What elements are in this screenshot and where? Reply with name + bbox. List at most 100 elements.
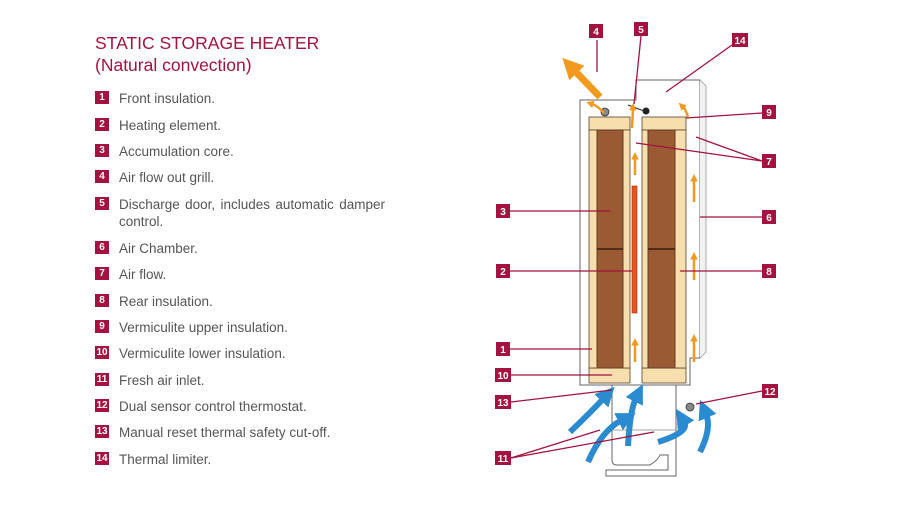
- tag-label: 3: [500, 207, 506, 218]
- legend-badge: 2: [95, 118, 109, 131]
- legend-item-2: 2 Heating element.: [95, 117, 385, 134]
- legend-label: Vermiculite upper insulation.: [119, 320, 288, 335]
- hot-air-arrow: [629, 103, 637, 129]
- tag-label: 7: [766, 157, 772, 168]
- legend-item-5: 5 Discharge door, includes automatic dam…: [95, 196, 385, 230]
- leader-line: [695, 136, 763, 162]
- legend-item-8: 8 Rear insulation.: [95, 293, 385, 310]
- legend-badge: 5: [95, 197, 109, 210]
- legend-label: Air flow out grill.: [119, 170, 215, 185]
- legend-badge: 10: [95, 346, 109, 359]
- tag-14: 14: [732, 33, 748, 47]
- legend-label: Fresh air inlet.: [119, 373, 205, 388]
- tag-13: 13: [495, 395, 511, 409]
- tag-label: 2: [500, 267, 506, 278]
- tag-4: 4: [589, 24, 603, 38]
- leader-line: [510, 431, 655, 459]
- title-block: STATIC STORAGE HEATER (Natural convectio…: [95, 32, 319, 76]
- legend-label: Discharge door, includes automatic dampe…: [119, 197, 385, 229]
- fresh-air-arrows: [567, 384, 717, 464]
- legend-badge: 4: [95, 170, 109, 183]
- thermostat-sensor: [685, 402, 695, 412]
- fresh-air-arrow: [567, 386, 615, 435]
- thermal-limiter-sensor: [600, 107, 610, 117]
- legend-label: Thermal limiter.: [119, 452, 212, 467]
- tag-8: 8: [762, 264, 776, 278]
- tag-label: 6: [766, 213, 772, 224]
- legend-label: Dual sensor control thermostat.: [119, 399, 307, 414]
- legend-badge: 9: [95, 320, 109, 333]
- legend-label: Vermiculite lower insulation.: [119, 346, 286, 361]
- fresh-air-arrow: [585, 413, 636, 464]
- heating-element: [631, 185, 638, 314]
- fresh-air-arrow: [697, 399, 717, 454]
- tag-2: 2: [496, 264, 510, 278]
- air-chamber: [699, 79, 707, 359]
- hot-air-arrow: [678, 102, 690, 118]
- legend-badge: 6: [95, 241, 109, 254]
- legend-item-4: 4 Air flow out grill.: [95, 169, 385, 186]
- fresh-air-arrow: [657, 408, 695, 445]
- legend-item-7: 7 Air flow.: [95, 266, 385, 283]
- legend-label: Accumulation core.: [119, 144, 234, 159]
- tag-label: 12: [764, 387, 776, 398]
- tag-label: 13: [497, 398, 509, 409]
- tag-label: 14: [734, 36, 746, 47]
- tag-3: 3: [496, 204, 510, 218]
- tag-label: 8: [766, 267, 772, 278]
- legend-label: Manual reset thermal safety cut-off.: [119, 425, 331, 440]
- front-insulation: [588, 129, 598, 369]
- legend-badge: 11: [95, 373, 109, 386]
- legend-item-1: 1 Front insulation.: [95, 90, 385, 107]
- legend-label: Air flow.: [119, 267, 167, 282]
- legend-badge: 13: [95, 425, 109, 438]
- legend-item-3: 3 Accumulation core.: [95, 143, 385, 160]
- legend-item-9: 9 Vermiculite upper insulation.: [95, 319, 385, 336]
- leader-line: [695, 390, 763, 405]
- front-insulation-inner: [622, 129, 631, 369]
- legend-item-13: 13 Manual reset thermal safety cut-off.: [95, 424, 385, 441]
- tag-5: 5: [634, 22, 648, 36]
- legend-item-10: 10 Vermiculite lower insulation.: [95, 345, 385, 362]
- leader-line: [510, 389, 613, 403]
- rear-insulation: [674, 129, 687, 369]
- upper-insulation-left: [588, 116, 631, 131]
- tag-11: 11: [495, 451, 511, 465]
- tag-label: 11: [498, 454, 509, 465]
- tag-9: 9: [762, 105, 776, 119]
- lower-insulation-right: [641, 367, 687, 384]
- tag-label: 1: [500, 345, 506, 356]
- tag-label: 10: [497, 371, 509, 382]
- legend-badge: 7: [95, 267, 109, 280]
- tag-label: 5: [638, 25, 644, 36]
- tag-label: 4: [593, 27, 599, 38]
- legend-item-6: 6 Air Chamber.: [95, 240, 385, 257]
- legend-badge: 8: [95, 294, 109, 307]
- page-title: STATIC STORAGE HEATER: [95, 33, 320, 53]
- leader-line: [685, 112, 763, 119]
- upper-insulation-right: [641, 116, 687, 131]
- legend-item-12: 12 Dual sensor control thermostat.: [95, 398, 385, 415]
- legend-badge: 14: [95, 452, 109, 465]
- tag-6: 6: [762, 210, 776, 224]
- heater-base: [605, 384, 677, 477]
- legend-badge: 12: [95, 399, 109, 412]
- fresh-air-arrow: [625, 384, 643, 447]
- leader-line: [635, 142, 763, 162]
- tag-1: 1: [496, 342, 510, 356]
- hot-air-arrows: [562, 57, 698, 362]
- page-subtitle: (Natural convection): [95, 55, 252, 75]
- hot-air-arrow: [586, 100, 605, 114]
- legend-label: Heating element.: [119, 118, 222, 133]
- leader-line: [633, 35, 642, 105]
- leader-line: [665, 44, 733, 93]
- leader-lines: [508, 35, 763, 459]
- legend-label: Air Chamber.: [119, 241, 198, 256]
- legend-badge: 1: [95, 91, 109, 104]
- tag-12: 12: [762, 384, 778, 398]
- tag-7: 7: [762, 154, 776, 168]
- tag-10: 10: [495, 368, 511, 382]
- rear-insulation-inner: [641, 129, 649, 369]
- damper-pivot: [642, 107, 650, 115]
